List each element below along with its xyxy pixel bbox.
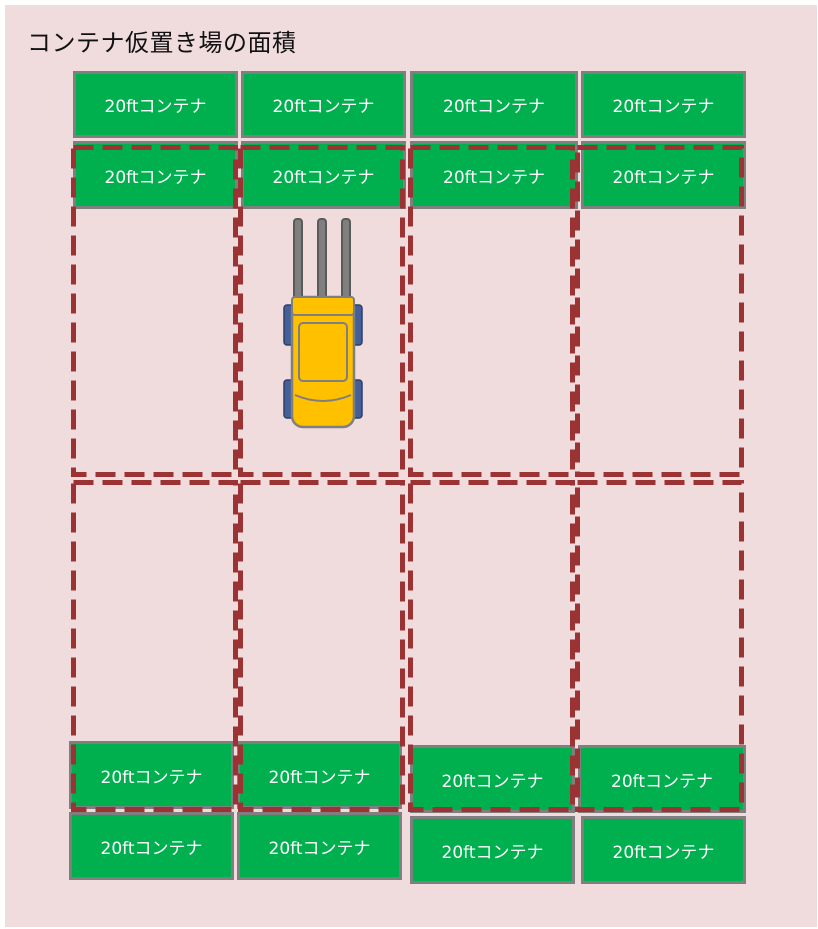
diagram-canvas: コンテナ仮置き場の面積 20ftコンテナ 20ftコンテナ 20ftコンテナ 2… <box>5 5 817 927</box>
container-bottom2-4: 20ftコンテナ <box>581 816 746 884</box>
container-top1-1: 20ftコンテナ <box>73 71 238 138</box>
fork-middle <box>318 219 326 301</box>
container-top2-4: 20ftコンテナ <box>581 141 746 209</box>
container-bottom1-2: 20ftコンテナ <box>237 741 402 809</box>
container-top1-3: 20ftコンテナ <box>410 71 578 138</box>
forklift-seat <box>299 323 347 381</box>
container-bottom1-3: 20ftコンテナ <box>410 745 575 813</box>
forklift-mast-plate <box>292 297 354 315</box>
container-bottom1-4: 20ftコンテナ <box>578 745 746 813</box>
container-top1-2: 20ftコンテナ <box>241 71 406 138</box>
forklift-icon <box>283 217 371 433</box>
container-top2-3: 20ftコンテナ <box>410 141 578 209</box>
fork-left <box>294 219 302 301</box>
container-top1-4: 20ftコンテナ <box>581 71 746 138</box>
container-bottom2-2: 20ftコンテナ <box>237 812 402 880</box>
container-top2-1: 20ftコンテナ <box>73 141 238 209</box>
container-top2-2: 20ftコンテナ <box>241 141 406 209</box>
container-bottom1-1: 20ftコンテナ <box>69 741 234 809</box>
container-bottom2-3: 20ftコンテナ <box>410 816 575 884</box>
diagram-title: コンテナ仮置き場の面積 <box>27 23 297 58</box>
fork-right <box>342 219 350 301</box>
container-bottom2-1: 20ftコンテナ <box>69 812 234 880</box>
